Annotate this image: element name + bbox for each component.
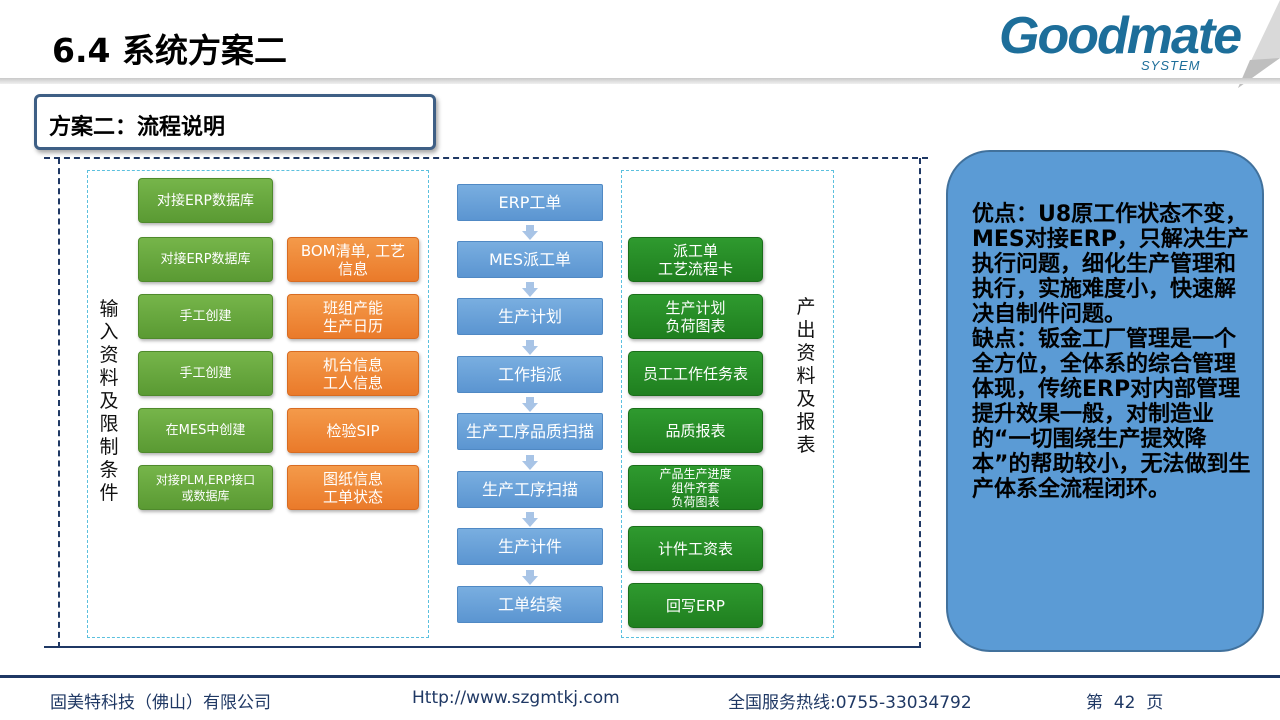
pros-cons-text: 优点：U8原工作状态不变，MES对接ERP，只解决生产执行问题，细化生产管理和执… <box>972 202 1252 502</box>
output-report-box: 计件工资表 <box>628 526 763 571</box>
input-data-box: 班组产能 生产日历 <box>287 294 419 339</box>
footer-company: 固美特科技（佛山）有限公司 <box>50 693 271 713</box>
input-source-box: 在MES中创建 <box>138 408 273 453</box>
input-data-box: BOM清单, 工艺 信息 <box>287 237 419 282</box>
output-zone <box>621 170 834 638</box>
down-arrow-icon <box>522 397 538 412</box>
company-logo: Goodmate SYSTEM <box>995 4 1280 84</box>
output-report-box: 生产计划 负荷图表 <box>628 294 763 339</box>
plan-label-box: 方案二：流程说明 <box>34 94 436 150</box>
logo-subtitle: SYSTEM <box>1141 58 1201 73</box>
down-arrow-icon <box>522 455 538 470</box>
footer-url[interactable]: Http://www.szgmtkj.com <box>412 688 620 708</box>
plan-label: 方案二：流程说明 <box>49 115 226 140</box>
input-source-box: 手工创建 <box>138 294 273 339</box>
down-arrow-icon <box>522 340 538 355</box>
down-arrow-icon <box>522 512 538 527</box>
output-zone-label: 产出资料及报表 <box>796 296 816 456</box>
input-source-box: 对接ERP数据库 <box>138 237 273 282</box>
pros-cons-panel: 优点：U8原工作状态不变，MES对接ERP，只解决生产执行问题，细化生产管理和执… <box>946 150 1264 652</box>
footer-divider <box>0 675 1280 678</box>
diagram-frame-left <box>58 158 60 648</box>
diagram-frame-right <box>919 158 921 648</box>
output-report-box: 产品生产进度 组件齐套 负荷图表 <box>628 465 763 510</box>
flow-step: 生产工序品质扫描 <box>457 413 603 450</box>
cons-text: 缺点：钣金工厂管理是一个全方位，全体系的综合管理体现，传统ERP对内部管理提升效… <box>972 327 1251 502</box>
input-data-box: 图纸信息 工单状态 <box>287 465 419 510</box>
header-divider <box>0 78 1280 84</box>
logo-wordmark: Goodmate <box>999 7 1242 65</box>
input-source-box: 手工创建 <box>138 351 273 396</box>
flow-step: MES派工单 <box>457 241 603 278</box>
input-data-box: 检验SIP <box>287 408 419 453</box>
down-arrow-icon <box>522 225 538 240</box>
page-title: 6.4 系统方案二 <box>52 31 287 70</box>
flow-step: 生产计划 <box>457 298 603 335</box>
footer-hotline: 全国服务热线:0755-33034792 <box>728 693 972 713</box>
pros-text: 优点：U8原工作状态不变，MES对接ERP，只解决生产执行问题，细化生产管理和执… <box>972 202 1249 327</box>
flow-step: 工单结案 <box>457 586 603 623</box>
output-report-box: 派工单 工艺流程卡 <box>628 237 763 282</box>
output-report-box: 品质报表 <box>628 408 763 453</box>
output-report-box: 回写ERP <box>628 583 763 628</box>
input-zone <box>87 170 429 638</box>
footer-page-number: 第 42 页 <box>1086 693 1164 713</box>
input-zone-label: 输入资料及限制条件 <box>99 298 119 504</box>
down-arrow-icon <box>522 570 538 585</box>
output-report-box: 员工工作任务表 <box>628 351 763 396</box>
down-arrow-icon <box>522 282 538 297</box>
flow-step: ERP工单 <box>457 184 603 221</box>
diagram-frame-top <box>44 157 928 159</box>
flow-step: 工作指派 <box>457 356 603 393</box>
input-source-box: 对接ERP数据库 <box>138 178 273 223</box>
input-source-box: 对接PLM,ERP接口 或数据库 <box>138 465 273 510</box>
input-data-box: 机台信息 工人信息 <box>287 351 419 396</box>
diagram-frame-bottom <box>44 646 921 648</box>
flow-step: 生产计件 <box>457 528 603 565</box>
flow-step: 生产工序扫描 <box>457 471 603 508</box>
page-curl-decoration <box>1238 0 1280 88</box>
